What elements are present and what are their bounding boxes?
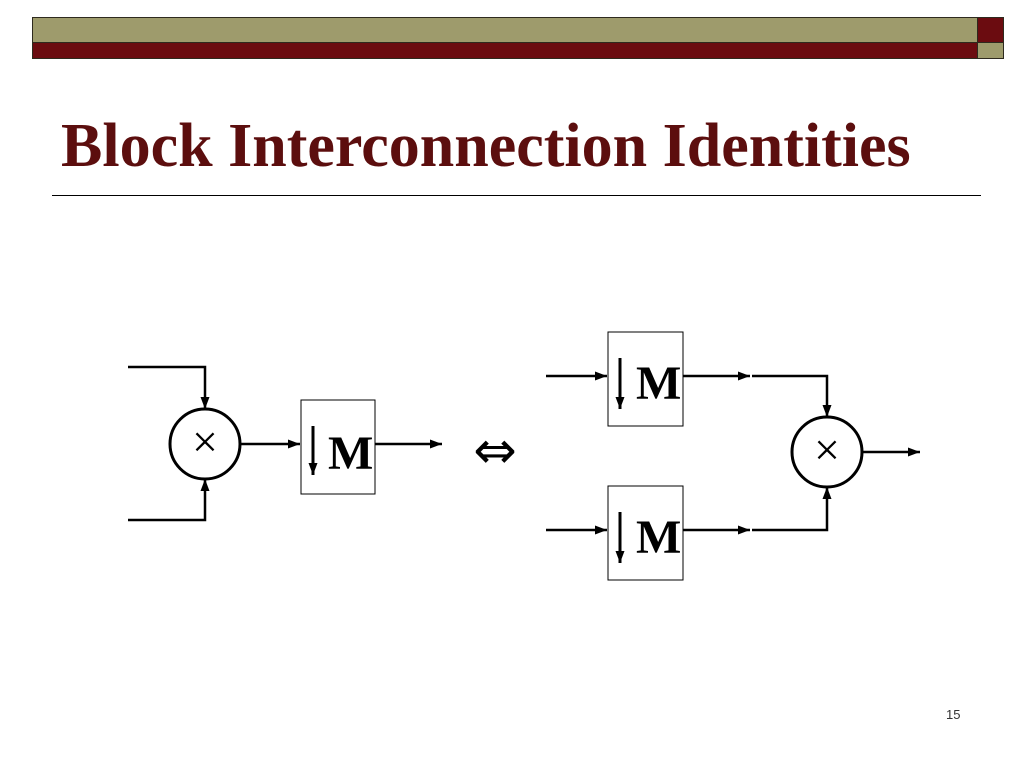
banner-corner-square-olive: [977, 42, 1004, 59]
right-bottom-to-multiplier-arrow: [752, 487, 832, 532]
right-multiplier-node: ×: [790, 415, 864, 489]
page-number: 15: [946, 707, 961, 722]
downsampler-label: M: [636, 357, 681, 410]
right-bottom-downsampler-block: M: [607, 485, 684, 581]
left-bottom-input-arrow: [128, 479, 210, 522]
left-top-input-arrow: [128, 365, 210, 409]
downsampler-label: M: [636, 511, 681, 564]
equivalence-icon: ⇔: [473, 421, 517, 481]
right-top-to-multiplier-arrow: [752, 374, 832, 417]
right-diagram: M M ×: [546, 331, 920, 581]
left-downsampler-block: M: [300, 399, 376, 495]
title-divider: [52, 195, 981, 196]
left-multiplier-node: ×: [168, 407, 242, 481]
multiply-icon: ×: [192, 416, 218, 467]
slide-title: Block Interconnection Identities: [61, 112, 911, 180]
right-top-downsampler-block: M: [607, 331, 684, 427]
left-diagram: × M: [128, 365, 442, 522]
downsampler-label: M: [328, 427, 373, 480]
multiply-icon: ×: [814, 424, 840, 475]
